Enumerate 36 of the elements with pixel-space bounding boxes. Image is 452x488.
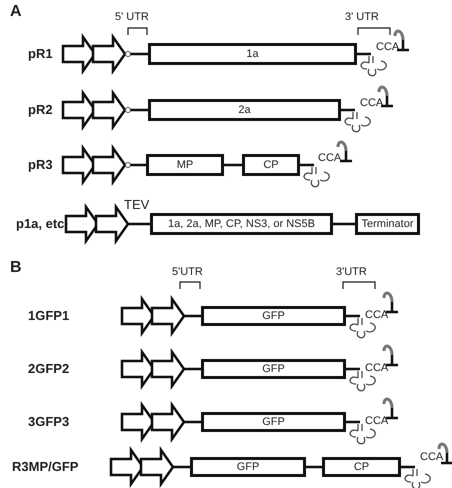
construct-name: 1GFP1 [28, 309, 70, 322]
sequence-label: CCA [365, 310, 388, 321]
sequence-label: CCA [365, 416, 388, 427]
construct-name: pR1 [28, 47, 53, 60]
region-label: 5' UTR [115, 12, 149, 23]
gene-box: MP [146, 154, 224, 176]
sequence-label: CCA [365, 363, 388, 374]
gene-box: GFP [201, 306, 346, 326]
construct-name: 2GFP2 [28, 362, 70, 375]
connector-line [306, 466, 322, 468]
gene-box: 1a [148, 43, 357, 65]
connector-line [224, 164, 242, 166]
gene-box: CP [242, 154, 300, 176]
construct-name: R3MP/GFP [12, 460, 78, 473]
gene-box: CP [322, 457, 401, 477]
gene-box: Terminator [355, 213, 420, 235]
panel-letter: A [10, 4, 22, 20]
sequence-label: CCA [376, 42, 400, 53]
construct-name: pR2 [28, 103, 53, 116]
gene-box: GFP [201, 359, 346, 379]
construct-name: pR3 [28, 158, 53, 171]
gene-box: 2a [148, 99, 341, 121]
region-label: 3' UTR [345, 12, 379, 23]
gene-box: 1a, 2a, MP, CP, NS3, or NS5B [150, 213, 333, 235]
element-label: TEV [124, 198, 150, 211]
sequence-label: CCA [420, 452, 444, 463]
sequence-label: CCA [318, 153, 342, 164]
construct-name: p1a, etc [16, 217, 64, 230]
gene-box: GFP [190, 457, 306, 477]
sequence-label: CCA [360, 98, 384, 109]
connector-line [333, 222, 355, 226]
gene-box: GFP [201, 412, 346, 432]
panel-letter: B [10, 260, 22, 276]
construct-name: 3GFP3 [28, 415, 70, 428]
region-label: 5'UTR [172, 267, 203, 278]
region-label: 3'UTR [336, 267, 367, 278]
